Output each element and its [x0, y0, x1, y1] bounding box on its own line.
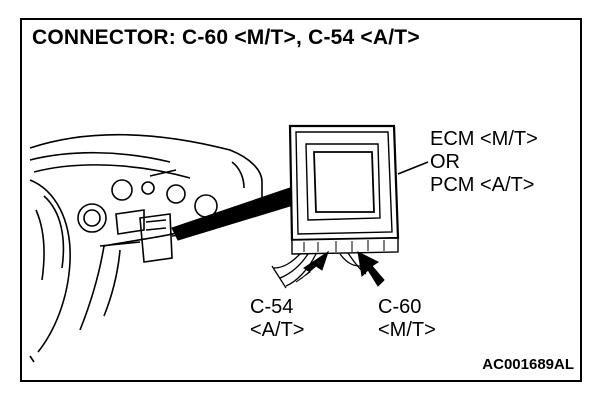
c54-arrow	[295, 250, 329, 283]
c54-label: C-54 <A/T>	[250, 296, 304, 342]
c54-label-line1: C-54	[250, 296, 294, 318]
c54-label-line2: <A/T>	[250, 319, 305, 341]
c60-arrow	[357, 251, 385, 287]
figure-title: CONNECTOR: C-60 <M/T>, C-54 <A/T>	[32, 26, 420, 49]
module-label-line3: PCM <A/T>	[430, 174, 535, 196]
module-label: ECM <M/T> OR PCM <A/T>	[430, 128, 538, 197]
callout-pointer	[171, 187, 291, 241]
dashboard-illustration	[29, 133, 263, 363]
ecm-pcm-module	[288, 124, 400, 255]
module-leader-line	[397, 161, 429, 175]
c60-label-line1: C-60	[378, 296, 422, 318]
c60-label: C-60 <M/T>	[378, 296, 436, 342]
c60-label-line2: <M/T>	[378, 319, 436, 341]
module-label-line1: ECM <M/T>	[430, 128, 538, 150]
module-label-line2: OR	[430, 151, 460, 173]
figure-code: AC001689AL	[482, 356, 574, 373]
